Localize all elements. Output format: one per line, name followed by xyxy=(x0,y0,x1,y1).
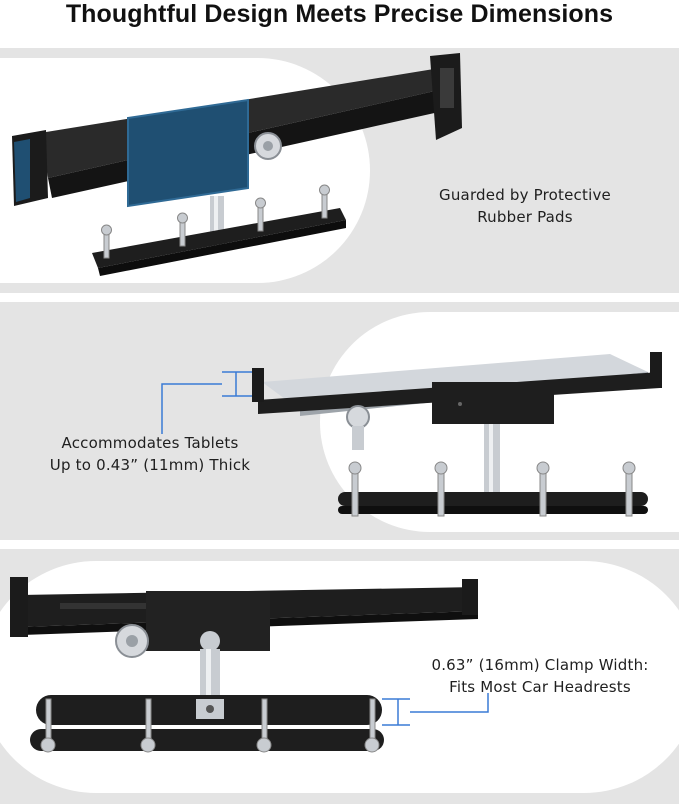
caption-line: Up to 0.43” (11mm) Thick xyxy=(49,456,251,474)
caption-line: Guarded by Protective xyxy=(439,186,611,204)
rubber-pad-left xyxy=(14,139,30,202)
clamp-width-callout xyxy=(382,693,489,726)
caption-clamp-width: 0.63” (16mm) Clamp Width: Fits Most Car … xyxy=(410,654,670,698)
caption-line: Accommodates Tablets xyxy=(61,434,239,452)
caption-rubber-pads: Guarded by Protective Rubber Pads xyxy=(410,184,640,228)
tablet-holder-front-illustration xyxy=(10,577,489,753)
tablet-holder-angled-illustration xyxy=(12,53,462,276)
thickness-callout xyxy=(161,371,252,434)
rubber-pad-center xyxy=(127,98,249,208)
caption-line: 0.63” (16mm) Clamp Width: xyxy=(431,656,649,674)
caption-tablet-thickness: Accommodates Tablets Up to 0.43” (11mm) … xyxy=(30,432,270,476)
feature-panel-clamp-width: 0.63” (16mm) Clamp Width: Fits Most Car … xyxy=(0,549,679,804)
caption-line: Rubber Pads xyxy=(477,208,573,226)
feature-panel-rubber-pads: Guarded by Protective Rubber Pads xyxy=(0,48,679,293)
caption-line: Fits Most Car Headrests xyxy=(449,678,631,696)
tablet-holder-side-illustration xyxy=(161,352,662,517)
page-title: Thoughtful Design Meets Precise Dimensio… xyxy=(65,0,614,28)
feature-panel-tablet-thickness: Accommodates Tablets Up to 0.43” (11mm) … xyxy=(0,302,679,540)
